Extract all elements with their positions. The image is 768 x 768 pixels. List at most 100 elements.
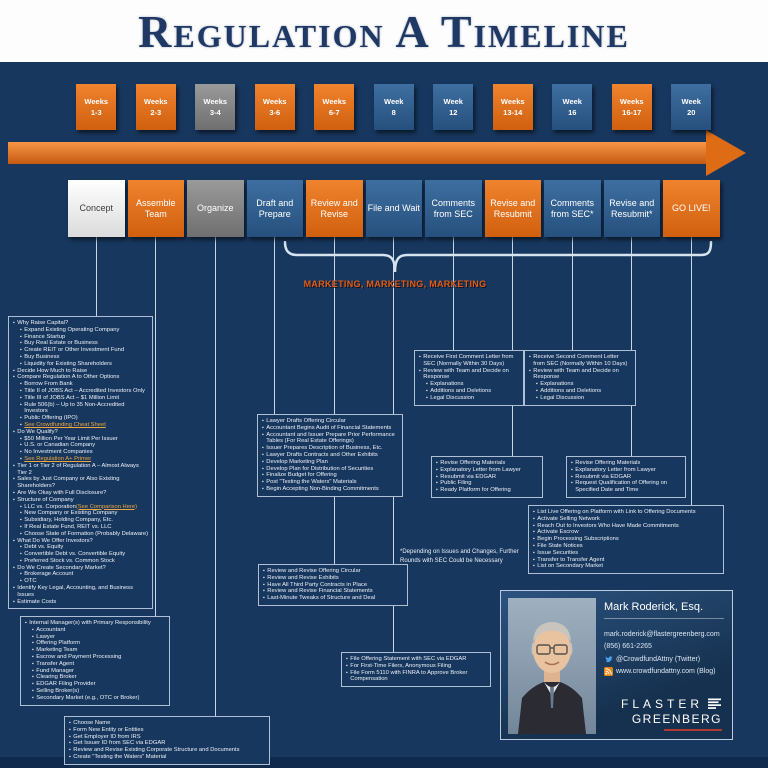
connector-line xyxy=(95,237,97,316)
list-item: ▪Review with Team and Decide on Response xyxy=(419,367,509,381)
contact-blog[interactable]: www.crowdfundattny.com (Blog) xyxy=(616,668,716,675)
list-item: ▪Issue Securities xyxy=(533,549,579,556)
twitter-bird-icon xyxy=(605,656,613,663)
list-item: ▪Choose State of Formation (Probably Del… xyxy=(20,530,149,537)
list-item: ▪Legal Discussion xyxy=(536,394,585,401)
file-and-wait-notes-box: ▪File Offering Statement with SEC via ED… xyxy=(341,652,491,688)
list-item: ▪Receive Second Comment Letter from SEC … xyxy=(529,354,628,367)
list-item: ▪Accountant Begins Audit of Financial St… xyxy=(262,424,392,431)
phase-box: Review and Revise xyxy=(306,180,363,237)
list-item: ▪Sales by Just Company or Also Existing … xyxy=(13,476,120,490)
phase-box: Comments from SEC xyxy=(425,180,482,237)
list-item: ▪Offering Platform xyxy=(32,640,80,647)
list-item: ▪U.S. or Canadian Company xyxy=(20,442,96,449)
title-band: Regulation A Timeline xyxy=(0,0,768,62)
list-item: ▪Public Offering (IPO) xyxy=(20,415,78,422)
hyperlink-item[interactable]: (See Comparison Here) xyxy=(75,503,138,510)
phase-box: Comments from SEC* xyxy=(544,180,601,237)
list-item: ▪Request Qualification of Offering on Sp… xyxy=(571,480,668,494)
second-comments-notes-box: ▪Receive Second Comment Letter from SEC … xyxy=(524,350,636,406)
list-item: ▪Why Raise Capital? xyxy=(13,320,69,326)
list-item: ▪Lawyer xyxy=(32,633,55,640)
organize-notes-box: ▪Choose Name▪Form New Entity or Entities… xyxy=(64,716,270,765)
list-item: ▪Legal Discussion xyxy=(426,394,475,401)
list-item: ▪Structure of Company xyxy=(13,496,74,503)
list-item: ▪Escrow and Payment Processing xyxy=(32,653,122,660)
connector-line xyxy=(274,237,276,414)
go-live-notes-box: ▪List Live Offering on Platform with Lin… xyxy=(528,505,724,575)
page-title: Regulation A Timeline xyxy=(138,5,630,57)
list-item: ▪Form New Entity or Entities xyxy=(69,726,144,733)
list-item: ▪Brokerage Account xyxy=(20,571,74,578)
list-item: ▪Transfer to Transfer Agent xyxy=(533,556,605,563)
list-item: ▪No Investment Companies xyxy=(20,449,93,456)
list-item: ▪Activate Escrow xyxy=(533,529,579,536)
first-comments-notes-box: ▪Receive First Comment Letter from SEC (… xyxy=(414,350,524,406)
draft-and-prepare-notes-box: ▪Lawyer Drafts Offering Circular▪Account… xyxy=(257,414,403,497)
connector-line xyxy=(512,237,514,456)
list-item: ▪Compare Regulation A to Other Options xyxy=(13,374,120,381)
connector-line xyxy=(155,237,157,616)
list-item: ▪Tier 1 or Tier 2 of Regulation A – Almo… xyxy=(13,462,139,476)
list-item: ▪Identify Key Legal, Accounting, and Bus… xyxy=(13,585,133,598)
list-item: ▪Resubmit via EDGAR xyxy=(436,473,497,480)
list-item: ▪Fund Manager xyxy=(32,667,74,674)
list-item: ▪Transfer Agent xyxy=(32,660,75,667)
list-item: ▪Last-Minute Tweaks of Structure and Dea… xyxy=(263,595,376,602)
list-item: ▪Marketing Team xyxy=(32,647,78,654)
timeline-arrow xyxy=(8,142,708,164)
list-item: ▪Create "Testing the Waters" Material xyxy=(69,753,167,760)
phase-box: GO LIVE! xyxy=(663,180,720,237)
list-item: ▪Review and Revise Exhibits xyxy=(263,574,339,581)
list-item: ▪List on Secondary Market xyxy=(533,563,604,570)
list-item: ▪Title II of JOBS Act – Accredited Inves… xyxy=(20,387,145,394)
list-item: ▪Debt vs. Equity xyxy=(20,544,64,551)
list-item: ▪Post "Testing the Waters" Materials xyxy=(262,479,357,486)
list-item: ▪Finalize Budget for Offering xyxy=(262,472,337,479)
list-item: ▪Revise Offering Materials xyxy=(436,460,506,466)
list-item: ▪Decide How Much to Raise xyxy=(13,367,88,374)
phase-box: Draft and Prepare xyxy=(246,180,303,237)
list-item: ▪Lawyer Drafts Contracts and Other Exhib… xyxy=(262,451,378,458)
list-item: ▪File Form 5110 with FINRA to Approve Br… xyxy=(346,669,468,683)
list-item: ▪Additions and Deletions xyxy=(426,387,492,394)
list-item: ▪Do We Create Secondary Market? xyxy=(13,564,106,571)
phase-box: Revise and Resubmit xyxy=(484,180,541,237)
list-item: ▪Ready Platform for Offering xyxy=(436,487,511,494)
first-resubmit-notes-box: ▪Revise Offering Materials▪Explanatory L… xyxy=(431,456,543,498)
list-item: ▪Explanations xyxy=(536,381,574,388)
contact-twitter-row: @CrowdfundAttny (Twitter) xyxy=(604,655,700,664)
list-item: ▪$50 Million Per Year Limit Per Issuer xyxy=(20,435,118,442)
list-item: ▪Review and Revise Existing Corporate St… xyxy=(69,747,240,754)
hyperlink-item[interactable]: ▪See Crowdfunding Cheat Sheet xyxy=(20,421,106,428)
list-item: ▪Get Employer ID from IRS xyxy=(69,733,141,740)
contact-email: mark.roderick@flastergreenberg.com xyxy=(604,631,720,638)
list-item: ▪Develop Marketing Plan xyxy=(262,458,328,465)
list-item: ▪Accountant and Issuer Prepare Prior Per… xyxy=(262,431,395,445)
list-item: ▪Clearing Broker xyxy=(32,674,77,681)
connector-line xyxy=(571,237,573,350)
list-item: ▪Have All Third Party Contracts in Place xyxy=(263,581,368,588)
list-item: ▪Borrow From Bank xyxy=(20,381,73,388)
contact-phone: (856) 661-2265 xyxy=(604,643,652,650)
connector-line xyxy=(631,237,633,456)
list-item: ▪Reach Out to Investors Who Have Made Co… xyxy=(533,522,679,529)
contact-name: Mark Roderick, Esq. xyxy=(604,601,724,619)
sec-rounds-footnote: *Depending on Issues and Changes, Furthe… xyxy=(400,549,519,564)
list-item: ▪Create REIT or Other Investment Fund xyxy=(20,347,125,354)
list-item: ▪Expand Existing Operating Company xyxy=(20,326,120,333)
contact-card: Mark Roderick, Esq. mark.roderick@flaste… xyxy=(500,590,733,740)
hyperlink-item[interactable]: ▪See Regulation A+ Primer xyxy=(20,455,92,462)
flaster-greenberg-logo: FLASTER GREENBERG xyxy=(621,697,722,731)
contact-twitter[interactable]: @CrowdfundAttny (Twitter) xyxy=(616,656,701,663)
connector-line xyxy=(333,237,335,564)
list-item: ▪Resubmit via EDGAR xyxy=(571,473,632,480)
list-item: ▪Liquidity for Existing Shareholders xyxy=(20,360,112,367)
list-item: ▪Convertible Debt vs. Convertible Equity xyxy=(20,551,126,558)
list-item: ▪File State Notices xyxy=(533,542,583,549)
list-item: ▪Title III of JOBS Act – $1 Million Limi… xyxy=(20,394,120,401)
